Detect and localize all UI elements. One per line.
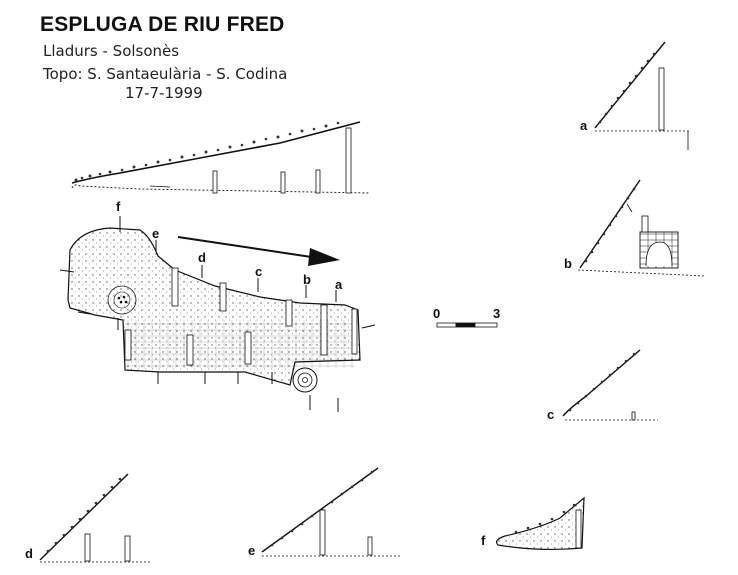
plan-label-f: f — [116, 199, 121, 214]
survey-title: ESPLUGA DE RIU FRED — [40, 13, 285, 36]
section-a-label: a — [580, 118, 588, 133]
plan-label-a: a — [335, 277, 343, 292]
section-e-label: e — [248, 543, 256, 558]
scale-bar — [436, 322, 498, 328]
cross-section-c — [562, 349, 658, 421]
plan-view — [59, 216, 376, 412]
cross-section-e — [261, 467, 400, 557]
section-d-label: d — [25, 546, 33, 561]
plan-label-c: c — [255, 264, 263, 279]
plan-label-e: e — [152, 226, 160, 241]
scale-end-label: 3 — [493, 306, 501, 321]
authors-text: Topo: S. Santaeulària - S. Codina — [43, 65, 288, 83]
cross-section-b — [577, 179, 706, 277]
location-text: Lladurs - Solsonès — [43, 42, 180, 60]
section-b-label: b — [564, 256, 572, 271]
date-text: 17-7-1999 — [125, 84, 203, 102]
cross-section-d — [39, 473, 152, 563]
scale-start-label: 0 — [433, 306, 441, 321]
plan-label-b: b — [303, 272, 311, 287]
section-c-label: c — [547, 407, 555, 422]
cross-section-a — [594, 41, 690, 150]
section-f-label: f — [481, 533, 486, 548]
longitudinal-profile — [71, 121, 371, 194]
cross-section-f — [495, 496, 585, 551]
plan-label-d: d — [198, 250, 206, 265]
